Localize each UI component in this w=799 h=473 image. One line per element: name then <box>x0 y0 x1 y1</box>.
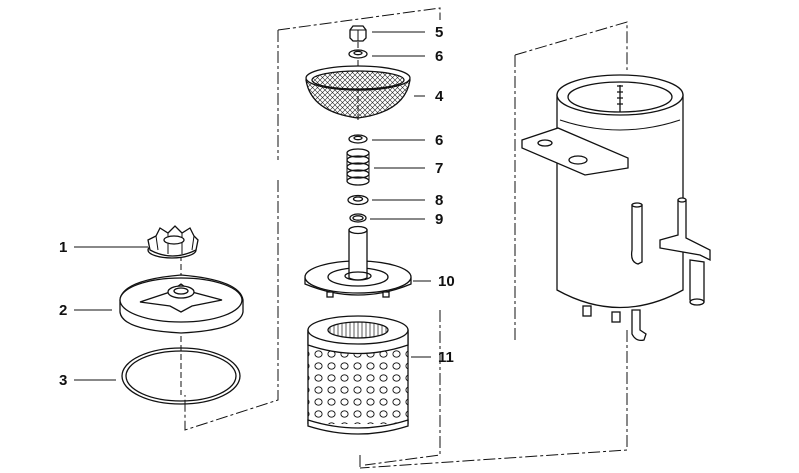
cover-plate <box>119 274 244 334</box>
callout-8: 8 <box>435 192 443 209</box>
knurled-knob <box>147 225 199 259</box>
callout-5: 5 <box>435 24 443 41</box>
callout-6-lower: 6 <box>435 132 443 149</box>
callout-9: 9 <box>435 211 443 228</box>
washer-lower <box>348 134 368 144</box>
callout-6-upper: 6 <box>435 48 443 65</box>
part-callouts: 1 2 3 4 5 6 6 7 8 9 10 11 <box>59 24 455 389</box>
assembly-boundary-center <box>277 7 441 468</box>
washer-upper <box>348 49 368 59</box>
callout-4: 4 <box>435 88 444 105</box>
mesh-strainer-bowl <box>305 65 411 119</box>
hex-nut <box>349 25 367 42</box>
callout-10: 10 <box>438 273 455 290</box>
leader-lines <box>74 31 431 381</box>
callout-1: 1 <box>59 239 67 256</box>
callout-7: 7 <box>435 160 443 177</box>
gasket-ring <box>121 347 241 405</box>
o-ring <box>349 213 367 223</box>
callout-3: 3 <box>59 372 67 389</box>
washer-seal <box>347 194 369 206</box>
callout-11: 11 <box>438 349 454 366</box>
filter-cartridge <box>307 315 409 435</box>
assembly-boundary-left <box>184 180 279 431</box>
assembly-boundary-right <box>359 21 628 469</box>
center-tube-base-plate <box>304 225 412 298</box>
filter-housing <box>521 74 711 342</box>
callout-2: 2 <box>59 302 67 319</box>
compression-spring <box>346 148 370 186</box>
